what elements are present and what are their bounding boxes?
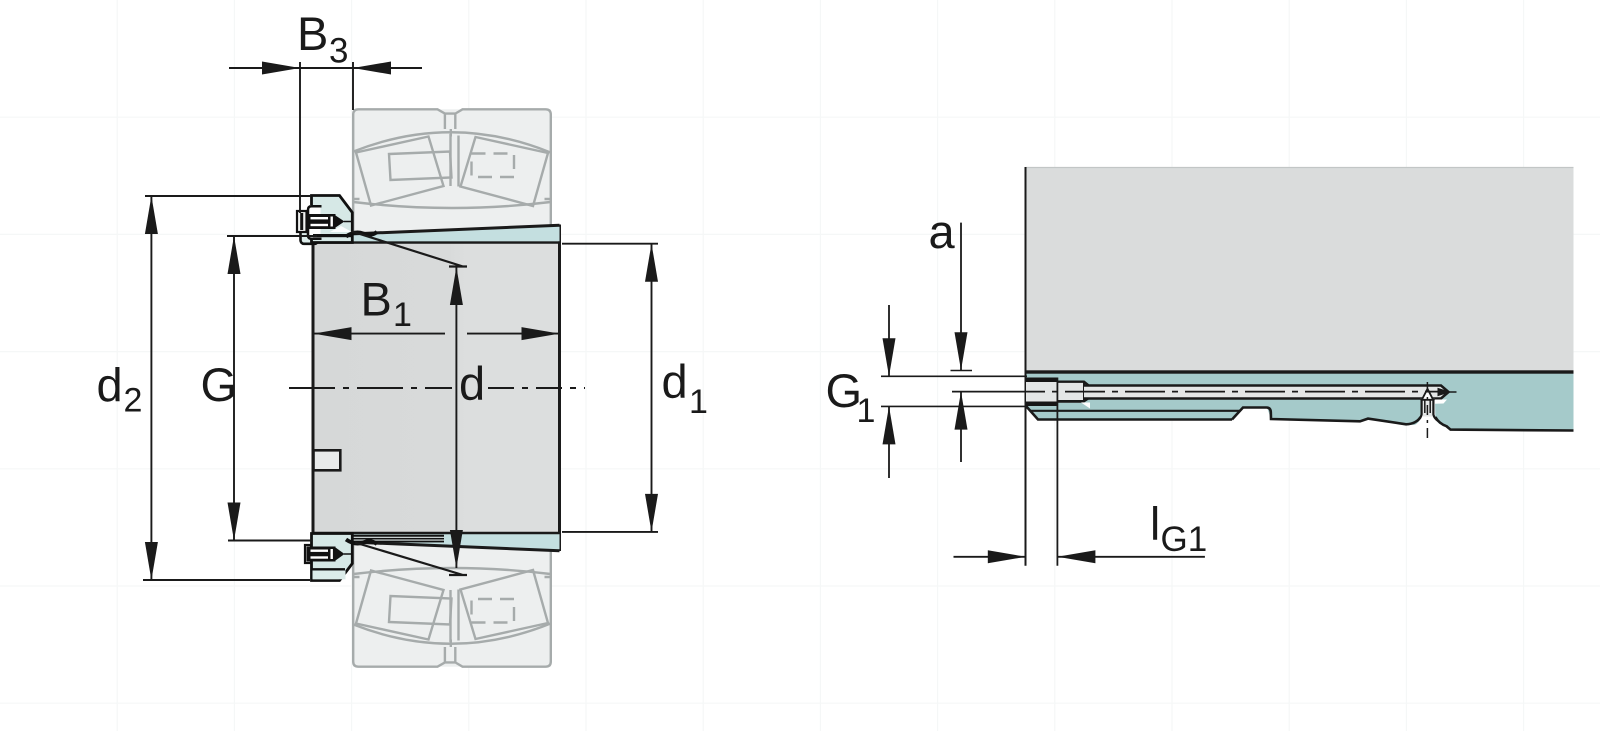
svg-text:d: d [459, 357, 485, 410]
svg-text:2: 2 [124, 382, 143, 420]
svg-text:3: 3 [329, 32, 348, 71]
svg-text:B: B [361, 273, 392, 326]
svg-text:G: G [826, 364, 863, 417]
svg-text:d: d [662, 355, 688, 408]
svg-text:B: B [297, 7, 328, 60]
svg-text:G1: G1 [1161, 520, 1208, 559]
svg-text:d: d [97, 359, 123, 412]
svg-text:1: 1 [857, 392, 876, 430]
svg-text:1: 1 [393, 296, 412, 334]
svg-text:a: a [929, 205, 956, 258]
svg-text:1: 1 [689, 383, 708, 421]
svg-text:l: l [1150, 498, 1160, 550]
svg-text:G: G [201, 358, 238, 411]
